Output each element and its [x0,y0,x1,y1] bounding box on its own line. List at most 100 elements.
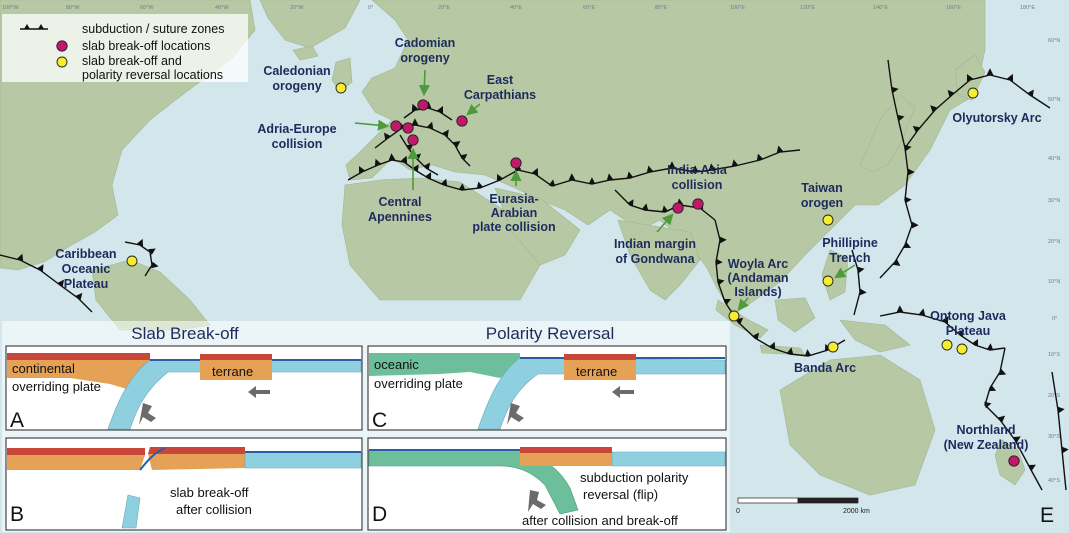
breakoff-dot-adria-2[interactable] [402,122,414,134]
legend-subduction-label: subduction / suture zones [82,22,224,36]
reversal-dot-taiwan[interactable] [822,214,834,226]
scale-bar-start: 0 [736,508,740,515]
breakoff-dot-cadomian[interactable] [417,99,429,111]
label-northland: Northland(New Zealand) [944,423,1029,452]
reversal-dot-ontong-2[interactable] [956,343,968,355]
lat-label: 50°N [1048,97,1060,103]
scale-bar-end: 2000 km [843,508,870,515]
annotation-arrows [354,69,856,311]
panel-C-plate-label-2: overriding plate [374,376,463,391]
lat-label: 20°S [1048,393,1060,399]
lat-label: 40°N [1048,156,1060,162]
panel-A-letter: A [10,409,24,432]
breakoff-dot-adria-1[interactable] [390,120,402,132]
panel-B-slab-neck [139,447,166,471]
panel-D: subduction polarity reversal (flip) afte… [367,437,727,531]
reversal-dot-ontong-1[interactable] [941,339,953,351]
panel-B-terrane [148,454,245,470]
panel-A-plate-arrow [248,386,270,398]
label-olyutorsky: Olyutorsky Arc [952,111,1041,125]
lon-label: 40°W [215,5,229,11]
panel-B-caption-2: after collision [176,502,252,517]
panel-D-oceanic-plate [611,451,726,467]
breakoff-dot-india-1[interactable] [672,202,684,214]
panel-A-sink-arrow [139,403,156,425]
lon-label: 100°W [2,5,19,11]
legend-subduction-teeth [24,24,44,29]
reversal-dot-olyutorsky[interactable] [967,87,979,99]
reversal-dot-woyla[interactable] [728,310,740,322]
panel-A-terrane-label: terrane [212,364,253,379]
panel-B: slab break-off after collision B [5,437,363,531]
trench-kermadec [1051,371,1069,491]
lon-label: 100°E [730,5,745,11]
panel-C-terrane-cap [564,354,636,360]
breakoff-dot-apennines[interactable] [407,134,419,146]
panel-D-terrane [520,453,612,466]
panel-D-sink-arrow [528,490,546,512]
panel-C-letter: C [372,409,387,432]
lon-label: 120°E [800,5,815,11]
panel-A-plate-label-2: overriding plate [12,379,101,394]
lon-label: 40°E [510,5,522,11]
trench-new-guinea [879,305,1006,351]
subduction-zones [0,59,1069,491]
reversal-dot-caribbean[interactable] [126,255,138,267]
lat-label: 20°N [1048,239,1060,245]
india [617,219,701,301]
lat-label: 40°S [1048,478,1060,484]
new-guinea [839,319,911,353]
breakoff-dot-northland[interactable] [1008,455,1020,467]
legend-background [2,14,248,82]
panel-D-caption-1: subduction polarity [580,470,689,485]
breakoff-dot-carpathians[interactable] [456,115,468,127]
legend-breakoff-dot [56,40,68,52]
panel-C-sink-arrow [507,403,524,425]
arrow-indian-margin [656,213,674,233]
lon-label: 180°E [1020,5,1035,11]
breakoff-dot-eurasia-arabia[interactable] [510,157,522,169]
lat-label: 0° [1052,316,1057,322]
panel-C: oceanic overriding plate terrane C [367,345,727,432]
reversal-dot-banda[interactable] [827,341,839,353]
lat-label: 60°N [1048,38,1060,44]
panel-D-terrane-cap [520,447,612,453]
arrow-cadomian [418,69,430,97]
lon-label: 80°E [655,5,667,11]
breakoff-dot-india-2[interactable] [692,198,704,210]
legend-reversal-dot [56,56,68,68]
legend: subduction / suture zones slab break-off… [2,14,248,82]
lat-label: 30°N [1048,198,1060,204]
lat-label: 30°S [1048,434,1060,440]
panel-A-overriding-plate [7,360,150,390]
trench-philippine [851,249,867,316]
panel-C-terrane-label: terrane [576,364,617,379]
suture-carpathians [403,101,453,121]
panel-A-terrane-cap [200,354,272,360]
reversal-dot-caledonian[interactable] [335,82,347,94]
reversal-dot-phillipine[interactable] [822,275,834,287]
panel-A-plate-cap [7,353,150,360]
lon-label: 60°E [583,5,595,11]
panel-D-caption-3: after collision and break-off [522,513,678,528]
suture-alps [374,118,471,167]
panel-D-caption-2: reversal (flip) [583,487,658,502]
panel-B-letter: B [10,503,24,526]
arabia [494,187,581,266]
panel-B-plate-cap [7,448,145,455]
label-banda: Banda Arc [794,361,856,375]
panel-C-plate-arrow [612,386,634,398]
